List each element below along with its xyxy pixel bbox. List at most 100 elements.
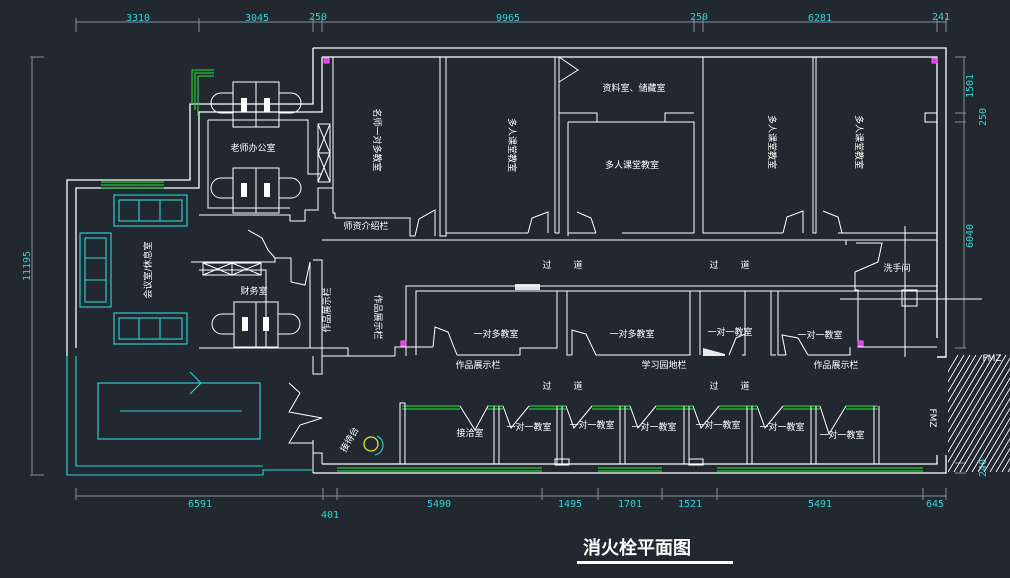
corridor-label-char: 过	[709, 380, 718, 392]
room-label-meeting-lounge: 会议室/休息室	[142, 241, 154, 298]
desk-group-finance	[211, 301, 301, 348]
dimension-right: 1501 250 6040 240	[955, 56, 989, 477]
room-label-one-to-one-1: 一对一教室	[506, 421, 551, 433]
room-label-washroom: 洗手间	[883, 262, 910, 274]
room-label-storage: 资料室、储藏室	[602, 82, 665, 94]
hatch-line	[948, 355, 977, 403]
dim-bottom-1: 6591	[188, 499, 212, 510]
dim-top-4: 9965	[496, 13, 520, 24]
hydrants	[323, 57, 938, 456]
hatch-line	[953, 377, 1010, 473]
reception-desk-outline	[374, 435, 384, 456]
hatch-line	[989, 437, 1010, 473]
dim-left-1: 11195	[22, 251, 33, 281]
dim-bottom-4: 1495	[558, 499, 582, 510]
hatch-line	[948, 355, 959, 373]
hatch-line	[948, 355, 995, 433]
hatch-line	[959, 387, 1010, 473]
fire-extinguisher-icon	[363, 436, 379, 452]
doors	[247, 56, 847, 444]
hydrant-marker	[323, 57, 330, 64]
hydrant-marker	[400, 340, 407, 347]
hydrant-marker	[931, 57, 938, 64]
hatch-line	[948, 355, 983, 413]
dim-bottom-7: 5491	[808, 499, 832, 510]
room-label-one-to-one-a: 一对一教室	[707, 326, 752, 338]
dim-top-6: 6281	[808, 13, 832, 24]
dimension-top: 3310 3045 250 9965 250 6281 241	[75, 12, 950, 32]
room-label-one-to-one-3: 一对一教室	[631, 421, 676, 433]
corridor-label-char: 过	[542, 380, 551, 392]
room-label-one-to-one-b: 一对一教室	[797, 329, 842, 341]
room-label-multi-classroom-2: 多人课堂教室	[605, 159, 659, 171]
faculty-board-label: 师资介绍栏	[343, 220, 388, 232]
hatch-line	[948, 357, 1010, 463]
dim-top-5: 250	[690, 12, 708, 23]
corridor-label-char: 道	[573, 259, 582, 271]
dim-bottom-8: 645	[926, 499, 944, 510]
hatch-line	[977, 417, 1010, 473]
corridor-label-char: 过	[542, 259, 551, 271]
hatched-area	[948, 355, 1010, 473]
hatch-line	[948, 355, 1007, 453]
hatch-line	[948, 355, 965, 383]
dim-right-4: 240	[978, 459, 989, 477]
annotation-labels: 师资介绍栏 过 道 过 道 过 道 过 道 作品展示栏 作品展示栏 作品展示栏 …	[321, 220, 1002, 454]
staircase	[66, 356, 313, 476]
display-board-label: 作品展示栏	[372, 294, 384, 339]
dim-top-3: 250	[309, 12, 327, 23]
hatch-line	[948, 367, 1010, 473]
drawing-title: 消火栓平面图	[583, 537, 691, 559]
fmz-label: FMZ	[927, 408, 937, 427]
room-label-one-to-many-1: 一对多教室	[473, 328, 518, 340]
dim-right-3: 6040	[965, 224, 976, 248]
dim-bottom-6: 1521	[678, 499, 702, 510]
hatch-line	[948, 355, 1001, 443]
room-label-one-to-many-2: 一对多教室	[609, 328, 654, 340]
room-label-teacher-office: 老师办公室	[230, 142, 275, 154]
sofa-top	[113, 194, 188, 227]
drawing-title-block: 消火栓平面图	[577, 537, 733, 564]
dim-right-1: 1501	[965, 74, 976, 98]
dim-top-2: 3045	[245, 13, 269, 24]
display-board-label: 作品展示栏	[813, 359, 858, 371]
room-labels: 老师办公室 会议室/休息室 财务室 名师一对多教室 多人课堂教室 资料室、储藏室…	[142, 82, 911, 441]
hatch-line	[965, 397, 1010, 473]
desk-group-office-bottom	[210, 167, 302, 214]
fmz-label: FMZ	[982, 354, 1001, 364]
room-label-multi-classroom-4: 多人课堂教室	[853, 115, 865, 169]
display-board-label: 作品展示栏	[455, 359, 500, 371]
corridor-label-char: 道	[740, 259, 749, 271]
room-label-multi-classroom-3: 多人课堂教室	[766, 115, 778, 169]
sofa-bottom	[113, 312, 188, 345]
corridor-label-char: 过	[709, 259, 718, 271]
outer-walls	[66, 47, 947, 474]
sofa-left	[79, 232, 112, 308]
hatch-line	[948, 355, 971, 393]
hatch-line	[971, 407, 1010, 473]
dim-bottom-3: 5490	[427, 499, 451, 510]
windows	[101, 69, 923, 472]
hatch-line	[948, 355, 989, 423]
hatch-line	[995, 447, 1010, 473]
corridor-label-char: 道	[740, 380, 749, 392]
display-board-label: 作品展示栏	[321, 287, 333, 332]
dim-top-1: 3310	[126, 13, 150, 24]
room-label-famous-teacher-classroom: 名师一对多教室	[371, 108, 383, 171]
dimension-left: 11195	[22, 56, 44, 476]
room-label-one-to-one-6: 一对一教室	[819, 429, 864, 441]
dim-right-2: 250	[978, 108, 989, 126]
hatch-line	[983, 427, 1010, 473]
dim-top-7: 241	[932, 12, 950, 23]
room-label-reception: 接洽室	[456, 427, 483, 439]
front-desk-label: 接待台	[337, 425, 361, 454]
dim-bottom-2: 401	[321, 510, 339, 521]
room-label-finance: 财务室	[240, 285, 267, 297]
hydrant-marker	[857, 340, 864, 347]
desk-group-office-top	[210, 81, 302, 128]
furniture	[66, 81, 313, 476]
room-label-one-to-one-4: 一对一教室	[695, 419, 740, 431]
room-label-multi-classroom-1: 多人课堂教室	[506, 118, 518, 172]
room-label-one-to-one-2: 一对一教室	[569, 419, 614, 431]
